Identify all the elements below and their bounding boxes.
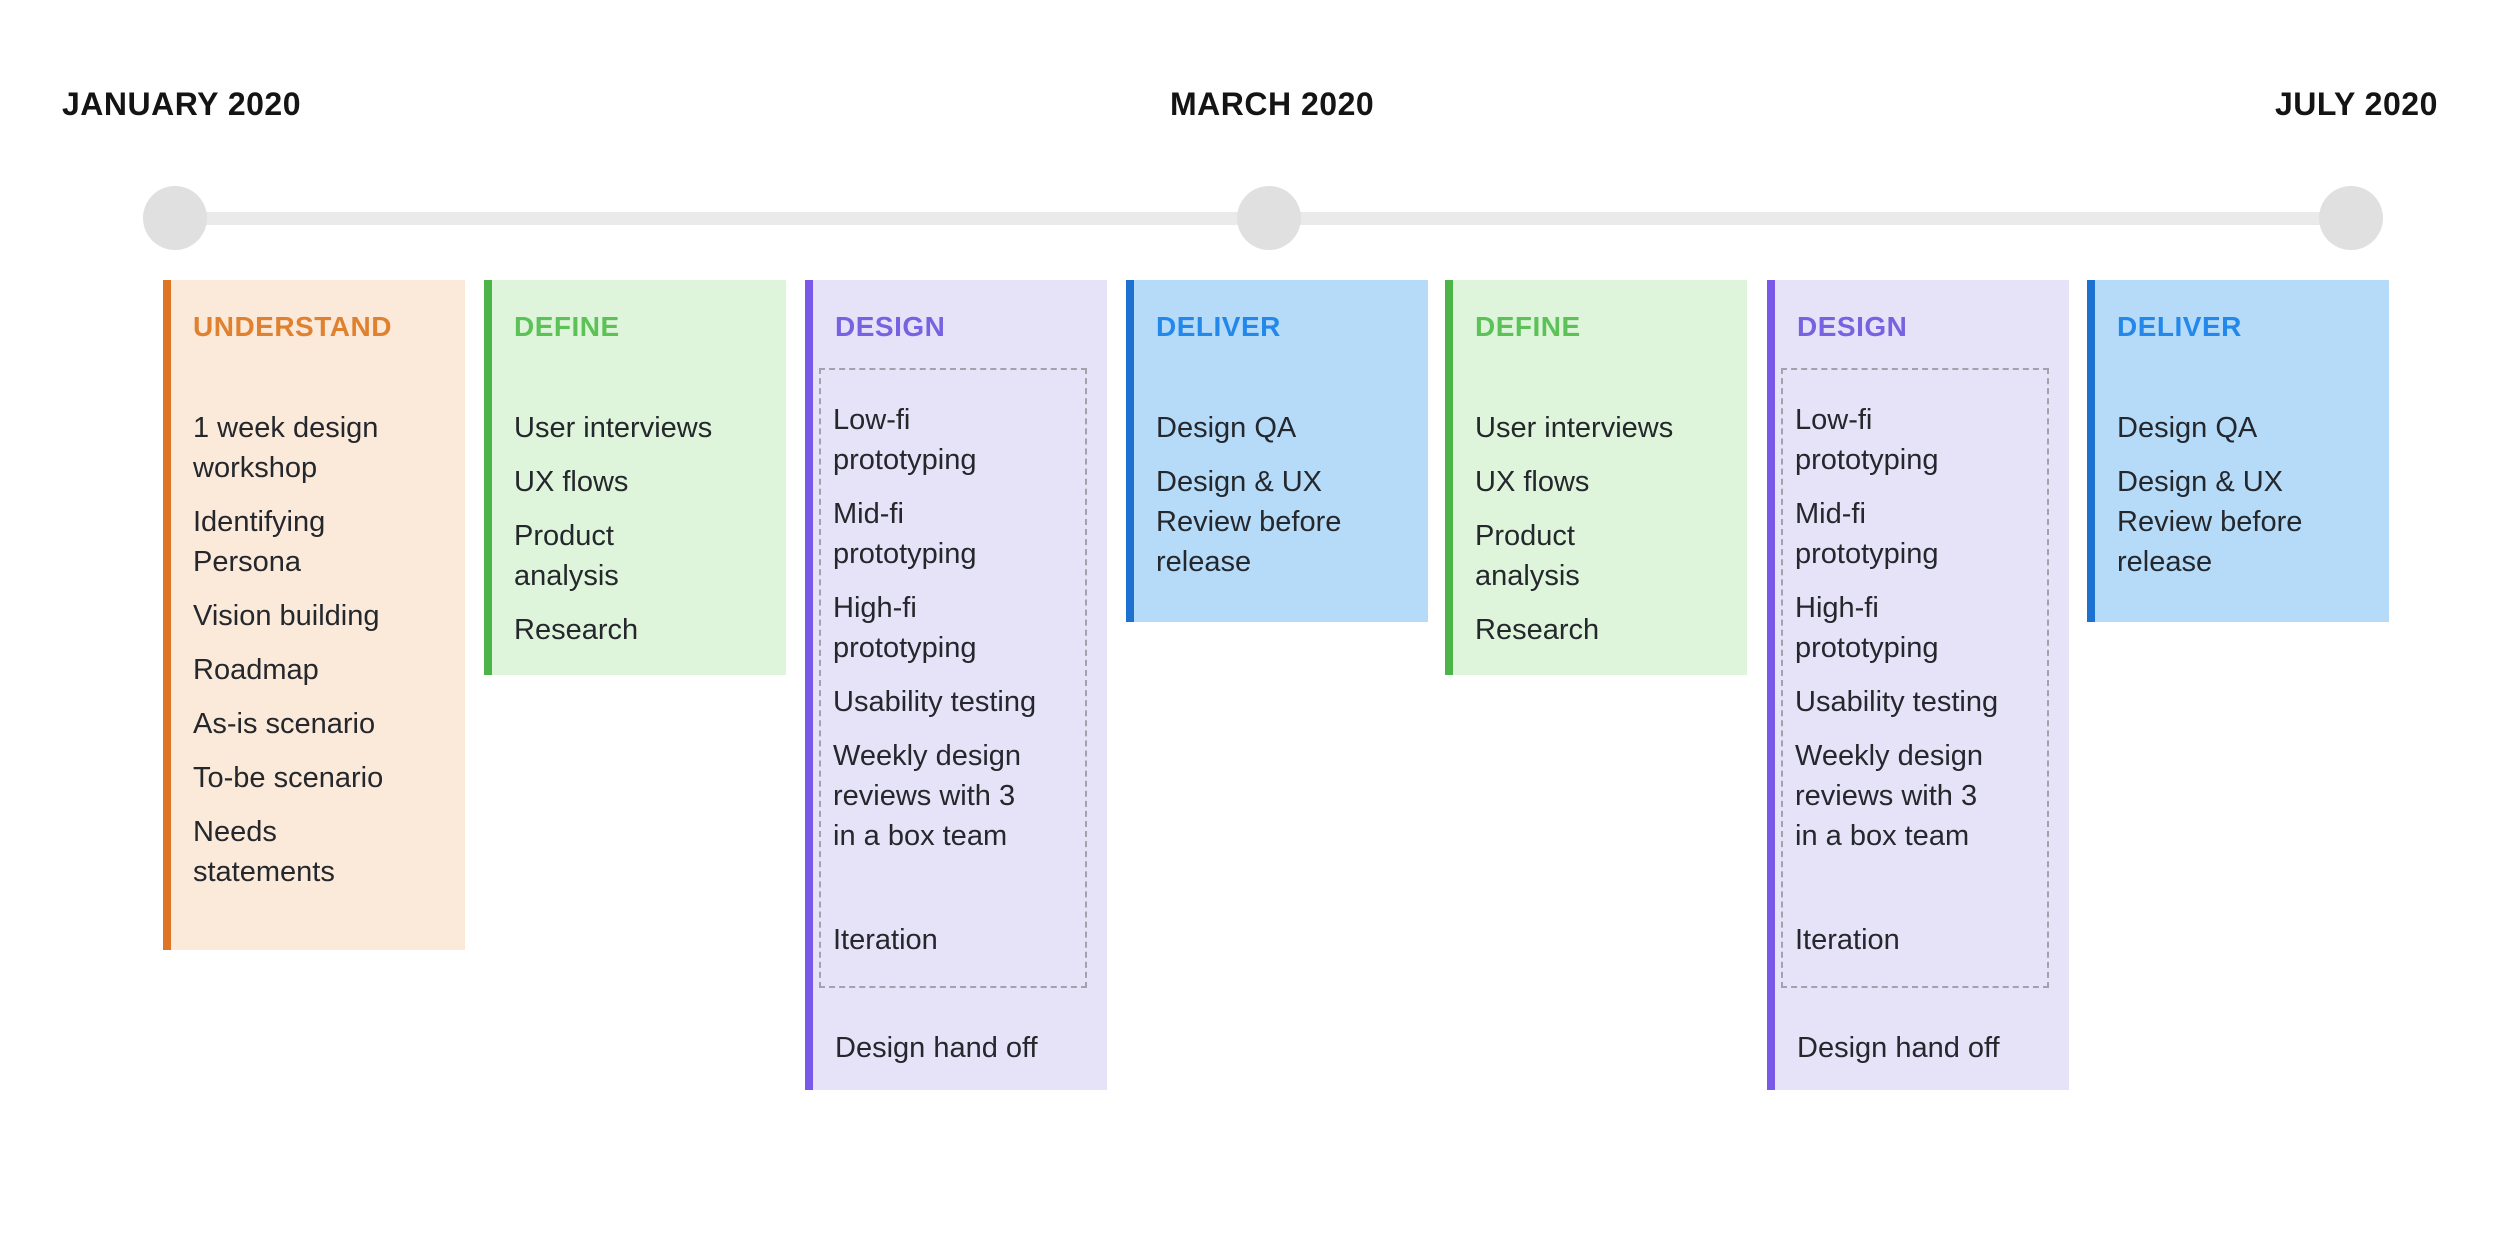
timeline-date-july: JULY 2020	[2275, 86, 2438, 122]
column-items: Design QA Design & UX Review before relea…	[2117, 408, 2373, 582]
column-items: Design QA Design & UX Review before relea…	[1156, 408, 1412, 582]
phase-item: 1 week design workshop	[193, 412, 379, 484]
phase-item: As-is scenario	[193, 708, 376, 740]
phase-item: High-fi prototyping	[1795, 592, 1939, 664]
phase-item: Identifying Persona	[193, 506, 326, 578]
phase-item: Roadmap	[193, 654, 319, 686]
phase-item: Mid-fi prototyping	[833, 498, 977, 570]
phase-item: Needs statements	[193, 816, 335, 888]
phase-item: Weekly design reviews with 3 in a box te…	[833, 740, 1022, 852]
phase-item: High-fi prototyping	[833, 592, 977, 664]
timeline-dot-july	[2319, 186, 2383, 250]
phase-item: Usability testing	[1795, 686, 1999, 718]
column-deliver-2: DELIVER Design QA Design & UX Review befo…	[2087, 280, 2389, 622]
phase-header: DEFINE	[1475, 311, 1581, 342]
phase-header: DESIGN	[835, 311, 946, 342]
phase-item: UX flows	[514, 466, 629, 498]
phase-item: Research	[514, 614, 639, 646]
phase-item: Design QA	[2117, 412, 2258, 444]
timeline-date-march: MARCH 2020	[1170, 86, 1375, 122]
phase-header: DELIVER	[2117, 311, 2242, 342]
phase-item: Low-fi prototyping	[833, 404, 977, 476]
timeline-dot-january	[143, 186, 207, 250]
phase-item: Design hand off	[835, 1032, 1038, 1064]
phase-item: Vision building	[193, 600, 380, 632]
phase-item: To-be scenario	[193, 762, 384, 794]
phase-item: Usability testing	[833, 686, 1037, 718]
phase-item: Product analysis	[514, 520, 619, 592]
phase-item: Iteration	[833, 924, 938, 956]
phase-item: Design QA	[1156, 412, 1297, 444]
phase-item: User interviews	[1475, 412, 1674, 444]
phase-item: Weekly design reviews with 3 in a box te…	[1795, 740, 1984, 852]
phase-item: Design & UX Review before release	[1156, 466, 1342, 578]
phase-header: DELIVER	[1156, 311, 1281, 342]
timeline-dot-march	[1237, 186, 1301, 250]
phase-item: UX flows	[1475, 466, 1590, 498]
phase-header: DEFINE	[514, 311, 620, 342]
phase-item: User interviews	[514, 412, 713, 444]
phase-item: Research	[1475, 614, 1600, 646]
phase-item: Mid-fi prototyping	[1795, 498, 1939, 570]
phase-item: Low-fi prototyping	[1795, 404, 1939, 476]
phase-item: Product analysis	[1475, 520, 1580, 592]
timeline-date-january: JANUARY 2020	[62, 86, 301, 122]
phase-item: Design & UX Review before release	[2117, 466, 2303, 578]
phase-header: UNDERSTAND	[193, 311, 392, 342]
column-deliver-1: DELIVER Design QA Design & UX Review befo…	[1126, 280, 1428, 622]
phase-item: Design hand off	[1797, 1032, 2000, 1064]
phase-header: DESIGN	[1797, 311, 1908, 342]
phase-item: Iteration	[1795, 924, 1900, 956]
